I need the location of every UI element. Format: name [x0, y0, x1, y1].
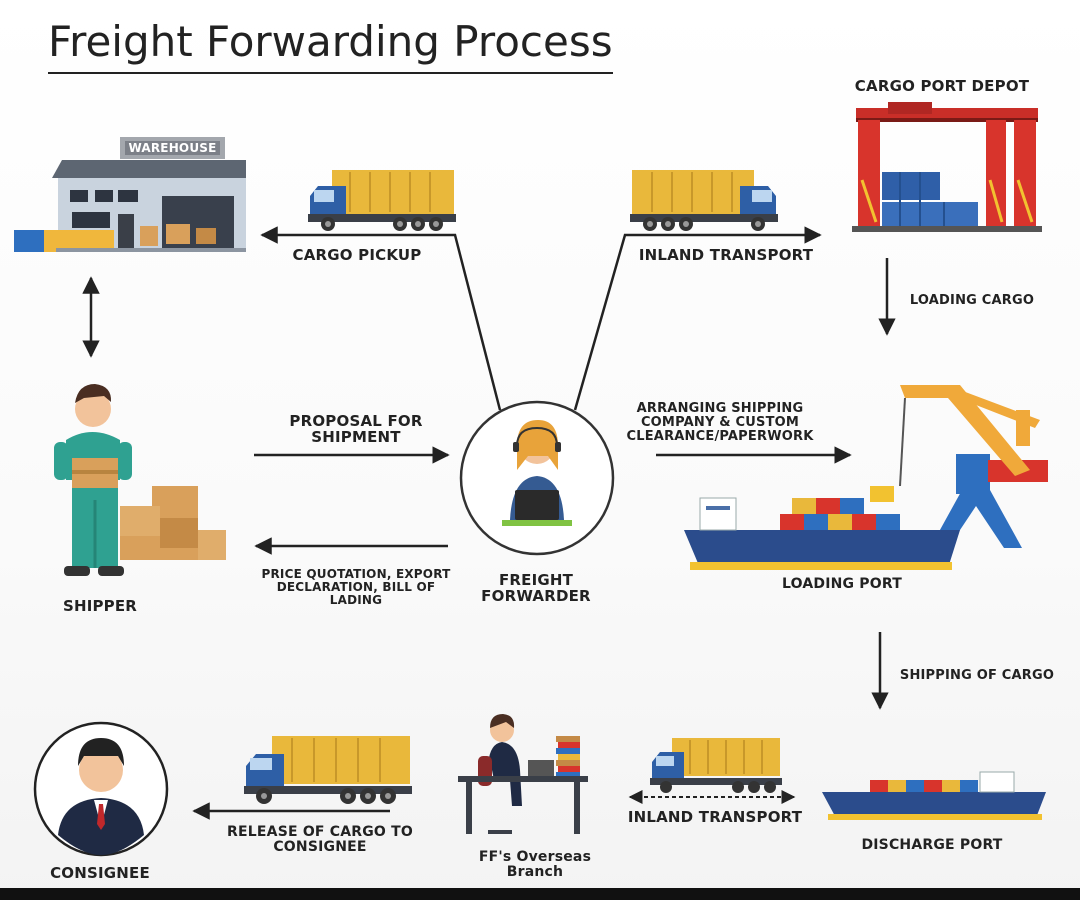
- label-inland-transport-bottom: INLAND TRANSPORT: [627, 808, 803, 826]
- warehouse-sign-text: WAREHOUSE: [128, 141, 217, 155]
- freight-forwarder-icon: [459, 400, 615, 556]
- label-ff-overseas-branch: FF's Overseas Branch: [478, 849, 592, 881]
- warehouse-icon: [14, 137, 246, 252]
- line-ff-to-cargo-pickup: [260, 226, 502, 411]
- loading-port-icon: [684, 385, 1048, 570]
- label-inland-transport-top: INLAND TRANSPORT: [638, 246, 814, 264]
- label-arranging-shipping: ARRANGING SHIPPING COMPANY & CUSTOM CLEA…: [626, 401, 814, 445]
- consignee-avatar: [33, 721, 169, 857]
- label-consignee: CONSIGNEE: [50, 864, 150, 882]
- label-loading-cargo: LOADING CARGO: [909, 293, 1035, 308]
- shipper-icon: [54, 384, 226, 576]
- truck-release-icon: [244, 736, 412, 804]
- line-ff-to-inland-transport: [573, 226, 822, 411]
- label-cargo-port-depot: CARGO PORT DEPOT: [854, 77, 1030, 95]
- label-shipping-of-cargo: SHIPPING OF CARGO: [899, 668, 1055, 683]
- label-discharge-port: DISCHARGE PORT: [861, 837, 1003, 853]
- bottom-bar: [0, 888, 1080, 900]
- label-release-of-cargo: RELEASE OF CARGO TO CONSIGNEE: [227, 824, 413, 856]
- label-loading-port: LOADING PORT: [782, 576, 902, 592]
- truck-inland-icon: [630, 170, 778, 231]
- truck-pickup-icon: [308, 170, 456, 231]
- discharge-port-icon: [822, 771, 1046, 820]
- label-price-quotation: PRICE QUOTATION, EXPORT DECLARATION, BIL…: [261, 567, 451, 607]
- page-title: Freight Forwarding Process: [48, 14, 613, 74]
- label-freight-forwarder: FREIGHT FORWARDER: [481, 571, 591, 606]
- truck-overseas-inland-icon: [650, 738, 782, 793]
- label-cargo-pickup: CARGO PICKUP: [292, 246, 422, 264]
- ff-overseas-branch-icon: [458, 714, 588, 834]
- cargo-port-depot-icon: [852, 102, 1042, 232]
- label-shipper: SHIPPER: [62, 597, 138, 615]
- label-proposal-for-shipment: PROPOSAL FOR SHIPMENT: [289, 412, 423, 447]
